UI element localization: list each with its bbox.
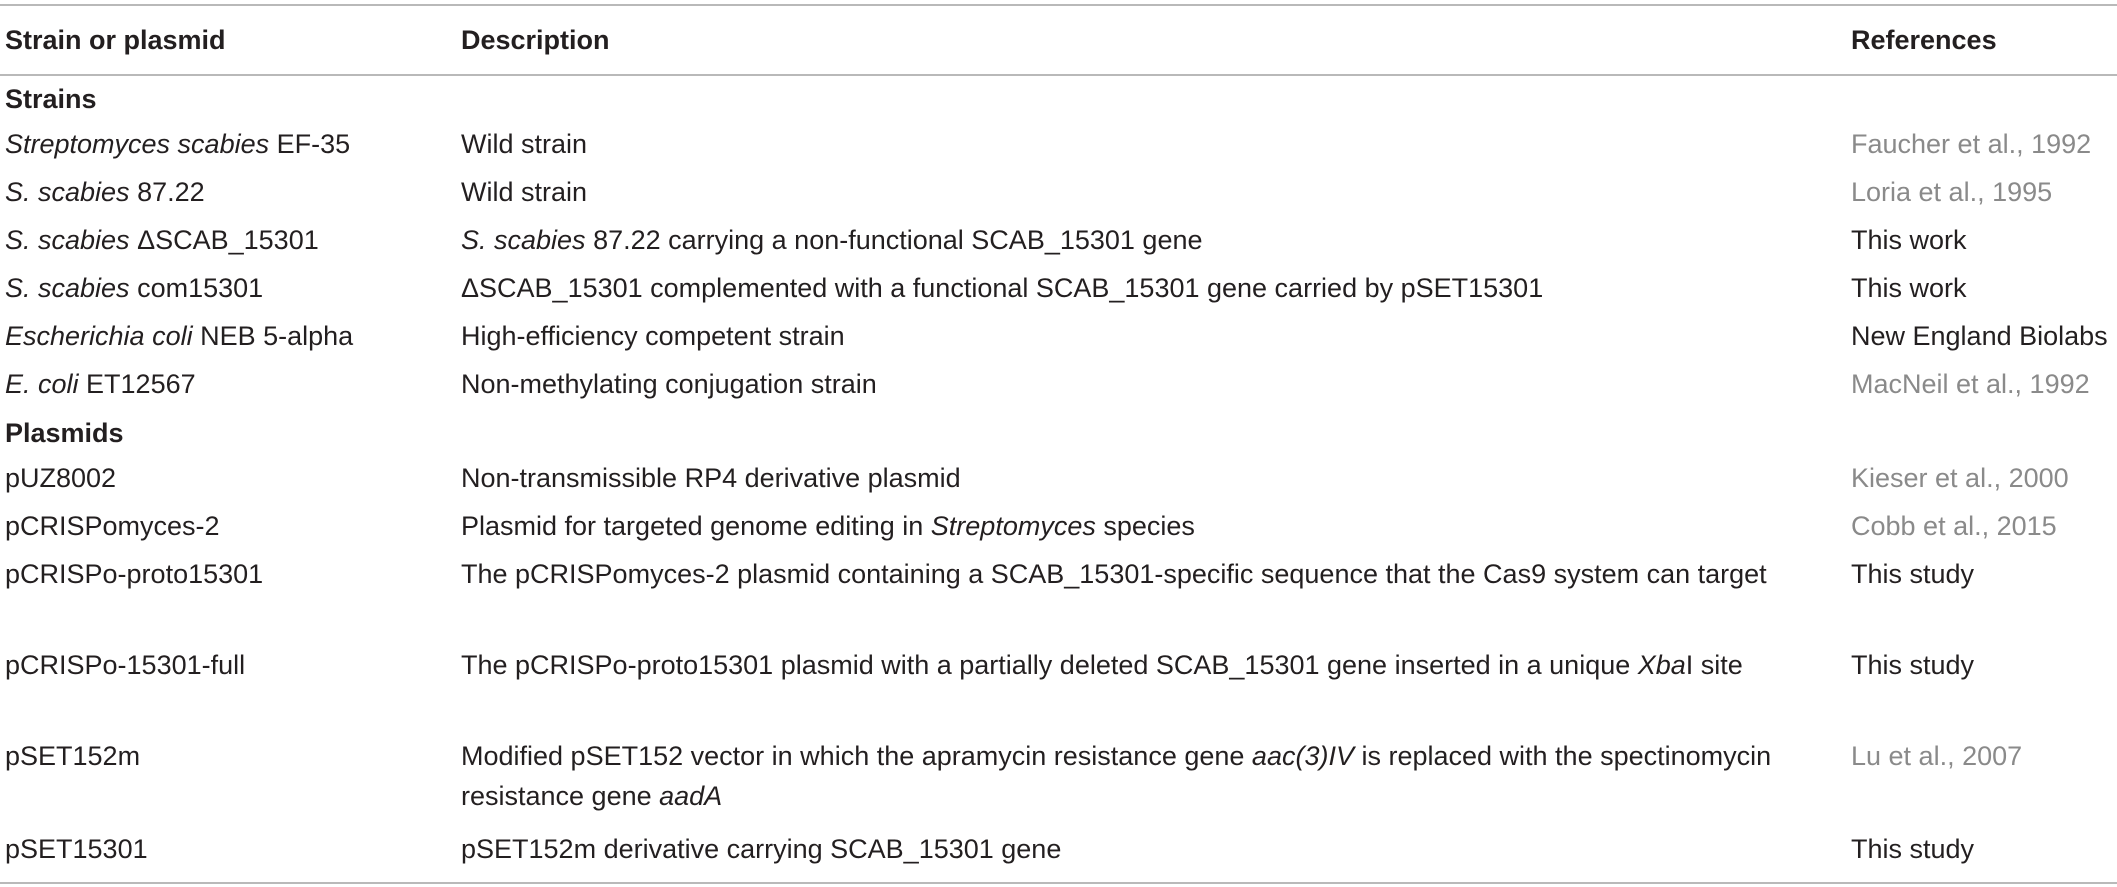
header-description: Description (461, 24, 610, 55)
plasmid-name: pSET15301 (5, 834, 148, 864)
description: The pCRISPomyces-2 plasmid containing a … (461, 559, 1767, 589)
table-row: Streptomyces scabies EF-35 Wild strain F… (0, 120, 2117, 168)
description: pSET152m derivative carrying SCAB_15301 … (461, 834, 1062, 864)
table-row: pCRISPomyces-2 Plasmid for targeted geno… (0, 502, 2117, 550)
table-row: pSET15301 pSET152m derivative carrying S… (0, 823, 2117, 875)
table-row: E. coli ET12567 Non-methylating conjugat… (0, 360, 2117, 408)
strain-name: E. coli ET12567 (5, 369, 196, 399)
reference: This study (1851, 834, 1975, 864)
plasmid-name: pSET152m (5, 741, 141, 771)
description: Plasmid for targeted genome editing in S… (461, 511, 1195, 541)
plasmid-name: pUZ8002 (5, 463, 117, 493)
reference: This study (1851, 650, 1975, 680)
table: Strain or plasmid Description References… (0, 6, 2117, 875)
table-row: S. scabies ΔSCAB_15301 S. scabies 87.22 … (0, 216, 2117, 264)
table-row: pUZ8002 Non-transmissible RP4 derivative… (0, 454, 2117, 502)
header-rule (0, 74, 2117, 76)
strain-name: S. scabies ΔSCAB_15301 (5, 225, 319, 255)
reference-link[interactable]: Faucher et al., 1992 (1851, 129, 2092, 159)
bottom-rule (0, 882, 2117, 884)
table-row: S. scabies 87.22 Wild strain Loria et al… (0, 168, 2117, 216)
description: Wild strain (461, 177, 588, 207)
description: Wild strain (461, 129, 588, 159)
reference: New England Biolabs (1851, 321, 2108, 351)
reference-link[interactable]: Lu et al., 2007 (1851, 741, 2023, 771)
reference-link[interactable]: Kieser et al., 2000 (1851, 463, 2069, 493)
plasmid-name: pCRISPo-proto15301 (5, 559, 264, 589)
strain-name: S. scabies 87.22 (5, 177, 205, 207)
description: ΔSCAB_15301 complemented with a function… (461, 273, 1544, 303)
reference-link[interactable]: MacNeil et al., 1992 (1851, 369, 2090, 399)
header-row: Strain or plasmid Description References (0, 6, 2117, 74)
top-rule (0, 4, 2117, 6)
header-references: References (1851, 24, 1997, 55)
section-row-strains: Strains (0, 74, 2117, 120)
table-row: pSET152m Modified pSET152 vector in whic… (0, 732, 2117, 823)
header-strain-or-plasmid: Strain or plasmid (5, 24, 226, 55)
description: Non-transmissible RP4 derivative plasmid (461, 463, 961, 493)
description: Non-methylating conjugation strain (461, 369, 877, 399)
section-row-plasmids: Plasmids (0, 408, 2117, 454)
strain-name: Streptomyces scabies EF-35 (5, 129, 351, 159)
reference: This work (1851, 225, 1967, 255)
strain-name: Escherichia coli NEB 5-alpha (5, 321, 354, 351)
table-row: pCRISPo-15301-full The pCRISPo-proto1530… (0, 641, 2117, 732)
plasmid-name: pCRISPomyces-2 (5, 511, 220, 541)
description: The pCRISPo-proto15301 plasmid with a pa… (461, 650, 1743, 680)
section-title: Strains (5, 83, 97, 114)
reference: This study (1851, 559, 1975, 589)
reference-link[interactable]: Loria et al., 1995 (1851, 177, 2053, 207)
table-row: S. scabies com15301 ΔSCAB_15301 compleme… (0, 264, 2117, 312)
table-row: pCRISPo-proto15301 The pCRISPomyces-2 pl… (0, 550, 2117, 641)
table-row: Escherichia coli NEB 5-alpha High-effici… (0, 312, 2117, 360)
strain-name: S. scabies com15301 (5, 273, 264, 303)
section-title: Plasmids (5, 417, 124, 448)
reference: This work (1851, 273, 1967, 303)
description: High-efficiency competent strain (461, 321, 845, 351)
plasmid-name: pCRISPo-15301-full (5, 650, 246, 680)
description: Modified pSET152 vector in which the apr… (461, 741, 1772, 811)
description: S. scabies 87.22 carrying a non-function… (461, 225, 1203, 255)
reference-link[interactable]: Cobb et al., 2015 (1851, 511, 2057, 541)
